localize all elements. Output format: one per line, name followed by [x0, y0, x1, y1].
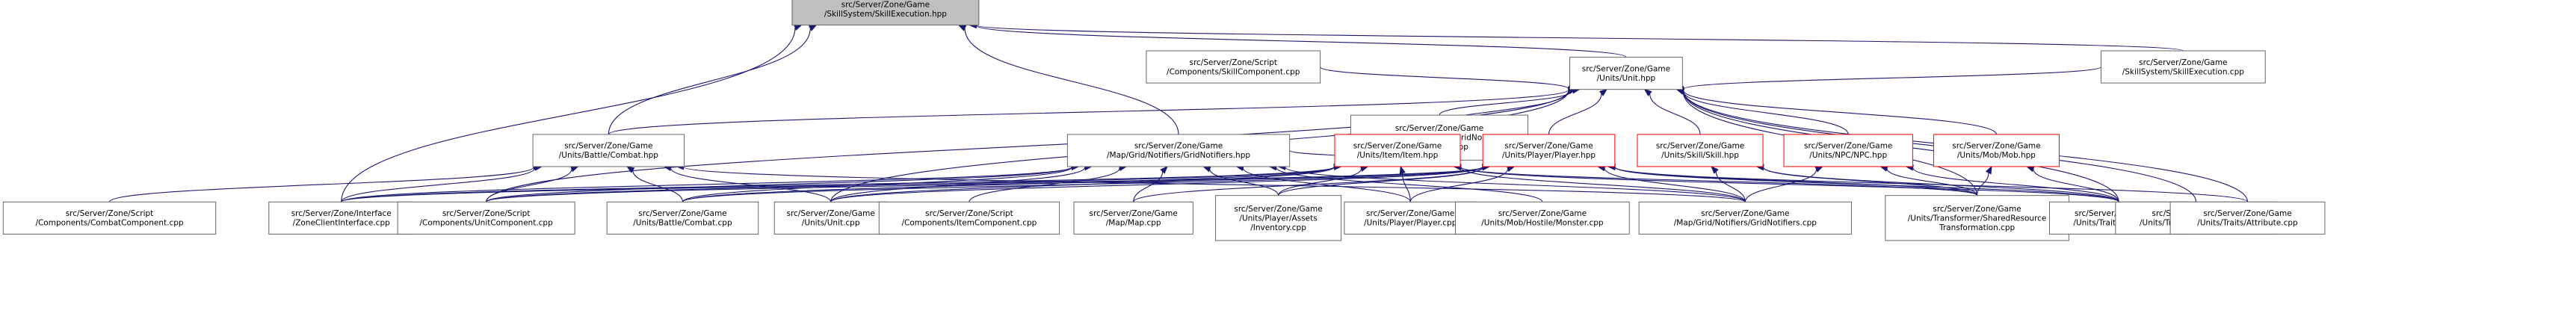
include-edge: [341, 25, 803, 202]
gridnotifiers-hpp-node[interactable]: src/Server/Zone/Game/Map/Grid/Notifiers/…: [1066, 134, 1291, 167]
node-label-line: /Units/Battle/Combat.cpp: [633, 219, 732, 228]
node-label-line: src/Server/Zone/Script: [442, 209, 531, 218]
node-label-line: /Components/ItemComponent.cpp: [902, 219, 1037, 228]
node-label-line: src/Server/Zone/Game: [1134, 142, 1223, 151]
node-label-line: src/Server/Zone/Game: [1234, 205, 1322, 214]
node-label-line: /Units/Player/Player.hpp: [1502, 151, 1596, 160]
node-label-line: /Map/Grid/Notifiers/GridNotifiers.hpp: [1107, 151, 1250, 160]
node-label-line: /Units/Unit.hpp: [1597, 74, 1656, 83]
node-label-line: src/Server/Zone/Game: [1366, 209, 1454, 218]
include-edge: [1675, 66, 2102, 93]
include-edge: [108, 164, 542, 202]
node-label-line: /ZoneClientInterface.cpp: [293, 219, 390, 228]
node-label-line: src/Server/Zone/Game: [2139, 58, 2227, 67]
node-label-line: /Components/UnitComponent.cpp: [419, 219, 553, 228]
include-edge: [957, 24, 1179, 134]
npc-hpp-node[interactable]: src/Server/Zone/Game/Units/NPC/NPC.hpp: [1783, 134, 1913, 167]
node-label-line: src/Server/Zone/Game: [841, 0, 930, 9]
node-label-line: src/Server/Zone/Game: [1952, 142, 2040, 151]
node-label-line: src/Server/Zone/Script: [925, 209, 1013, 218]
node-label-line: src/Server/Zone/Game: [1701, 209, 1789, 218]
inventory-cpp-node[interactable]: src/Server/Zone/Game/Units/Player/Assets…: [1215, 195, 1342, 241]
node-label-line: src/Server/Zone/Game: [1353, 142, 1442, 151]
include-edge: [1744, 166, 1824, 202]
include-edge: [1675, 87, 1997, 135]
include-edge: [1277, 164, 1746, 202]
node-label-line: src/Server/Zone/Game: [786, 209, 874, 218]
skillexec-cpp-node[interactable]: src/Server/Zone/Game/SkillSystem/SkillEx…: [2100, 50, 2266, 84]
node-label-line: /Units/Player/Player.cpp: [1364, 219, 1457, 228]
combat-cpp-node[interactable]: src/Server/Zone/Game/Units/Battle/Combat…: [606, 201, 759, 235]
include-edge: [968, 22, 2184, 52]
node-label-line: src/Server/Zone/Game: [1504, 142, 1593, 151]
player-cpp-node[interactable]: src/Server/Zone/Game/Units/Player/Player…: [1344, 201, 1477, 235]
combat-hpp-node[interactable]: src/Server/Zone/Game/Units/Battle/Combat…: [532, 134, 685, 167]
node-label-line: /Components/CombatComponent.cpp: [35, 219, 183, 228]
monster-cpp-node[interactable]: src/Server/Zone/Game/Units/Mob/Hostile/M…: [1455, 201, 1630, 235]
include-edge: [608, 24, 818, 134]
node-label-line: /Units/Skill/Skill.hpp: [1661, 151, 1739, 160]
include-edge: [1977, 165, 1992, 196]
node-label-line: /Map/Map.cpp: [1106, 219, 1161, 228]
skillexec-hpp-node: src/Server/Zone/Game/SkillSystem/SkillEx…: [791, 0, 980, 26]
player-hpp-node[interactable]: src/Server/Zone/Game/Units/Player/Player…: [1482, 134, 1616, 167]
node-label-line: /Units/Player/Assets: [1239, 214, 1317, 223]
include-edge: [1596, 165, 1746, 202]
node-label-line: /Units/Mob/Hostile/Monster.cpp: [1481, 219, 1604, 228]
include-edge: [486, 166, 579, 202]
node-label-line: src/Server/Zone/Game: [638, 209, 726, 218]
node-label-line: /Units/Transformer/SharedResource: [1908, 214, 2047, 223]
skill-hpp-node[interactable]: src/Server/Zone/Game/Units/Skill/Skill.h…: [1637, 134, 1764, 167]
node-label-line: src/Server/Zone/Game: [1656, 142, 1744, 151]
node-label-line: /Map/Grid/Notifiers/GridNotifiers.cpp: [1674, 219, 1817, 228]
node-label-line: src/Server/Zone/Script: [1189, 58, 1277, 67]
node-label-line: /Units/Unit.cpp: [802, 219, 860, 228]
node-label-line: src/Server/Zone/Game: [1498, 209, 1587, 218]
include-edge: [1320, 66, 1577, 93]
node-label-line: src/Server/Zone/Script: [66, 209, 154, 218]
mob-hpp-node[interactable]: src/Server/Zone/Game/Units/Mob/Mob.hpp: [1933, 134, 2060, 167]
node-label-line: /Units/Traits/Attribute.cpp: [2197, 219, 2298, 228]
include-edge: [1133, 165, 1168, 202]
node-layer: src/Server/Zone/Game/SkillSystem/SkillEx…: [2, 0, 2326, 241]
skillcomponent-cpp-node[interactable]: src/Server/Zone/Script/Components/SkillC…: [1146, 50, 1321, 84]
include-edge: [626, 166, 684, 202]
node-label-line: /Components/SkillComponent.cpp: [1167, 67, 1300, 76]
include-edge: [1548, 88, 1608, 134]
zoneclientinterface-cpp-node[interactable]: src/Server/Zone/Interface/ZoneClientInte…: [268, 201, 415, 235]
include-edge: [1711, 165, 1746, 202]
combatcomponent-cpp-node[interactable]: src/Server/Zone/Script/Components/Combat…: [2, 201, 217, 235]
node-label-line: src/Server/Zone/Game: [1395, 124, 1483, 133]
node-label-line: src/Server/Zone/Game: [1089, 209, 1177, 218]
node-label-line: /Units/Mob/Mob.hpp: [1957, 151, 2036, 160]
node-label-line: src/Server/Zone/Game: [564, 142, 652, 151]
item-hpp-node[interactable]: src/Server/Zone/Game/Units/Item/Item.hpp: [1334, 134, 1461, 167]
node-label-line: src/Server/Zone/Game: [1804, 142, 1892, 151]
gridnotifiers-cpp-node[interactable]: src/Server/Zone/Game/Map/Grid/Notifiers/…: [1638, 201, 1853, 235]
node-label-line: Transformation.cpp: [1939, 223, 2016, 232]
unit-cpp-node[interactable]: src/Server/Zone/Game/Units/Unit.cpp: [773, 201, 888, 235]
unit-hpp-node[interactable]: src/Server/Zone/Game/Units/Unit.hpp: [1569, 57, 1683, 90]
unitcomponent-cpp-node[interactable]: src/Server/Zone/Script/Components/UnitCo…: [397, 201, 575, 235]
transformation-cpp-node[interactable]: src/Server/Zone/Game/Units/Transformer/S…: [1885, 195, 2069, 241]
attribute-cpp-node[interactable]: src/Server/Zone/Game/Units/Traits/Attrib…: [2169, 201, 2326, 235]
include-edge: [1643, 88, 1701, 134]
map-cpp-node[interactable]: src/Server/Zone/Game/Map/Map.cpp: [1073, 201, 1193, 235]
node-label-line: /Units/Item/Item.hpp: [1357, 151, 1439, 160]
node-label-line: /Inventory.cpp: [1250, 223, 1306, 232]
node-label-line: src/Server/Zone/Game: [2203, 209, 2291, 218]
node-label-line: src/Server/Zone/Game: [1933, 205, 2021, 214]
itemcomponent-cpp-node[interactable]: src/Server/Zone/Script/Components/ItemCo…: [878, 201, 1060, 235]
node-label-line: src/Server/Zone/Game: [1582, 64, 1670, 73]
edge-layer: [108, 22, 2249, 202]
node-label-line: /Units/NPC/NPC.hpp: [1809, 151, 1887, 160]
node-label-line: /SkillSystem/SkillExecution.cpp: [2122, 67, 2245, 76]
node-label-line: /Units/Battle/Combat.hpp: [559, 151, 659, 160]
node-label-line: /SkillSystem/SkillExecution.hpp: [824, 10, 947, 19]
include-edge: [1399, 165, 1411, 202]
node-label-line: src/Server/Zone/Interface: [291, 209, 392, 218]
